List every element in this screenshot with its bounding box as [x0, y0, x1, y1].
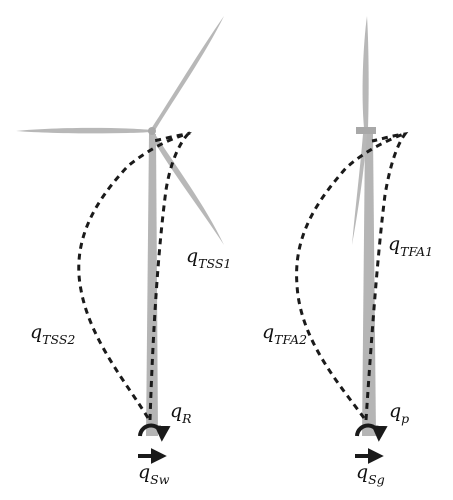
right-blade-upper — [362, 16, 369, 128]
left-blade-horizontal — [16, 127, 152, 134]
right-turbine: qTFA1 qTFA2 qp qSg — [262, 16, 433, 487]
right-tower — [362, 134, 376, 436]
left-blade-upper — [151, 16, 224, 132]
left-blade-lower — [150, 131, 224, 245]
right-tfa2-label: qTFA2 — [262, 321, 307, 347]
left-turbine: qTSS1 qTSS2 qR qSw — [16, 16, 231, 487]
left-tower — [146, 134, 158, 436]
left-rotation-label: qR — [170, 400, 192, 426]
right-surge-label: qSg — [356, 461, 385, 487]
right-pitch-arrow-icon — [355, 423, 388, 442]
left-hub — [148, 127, 156, 135]
right-nacelle — [356, 127, 376, 134]
left-tss1-label: qTSS1 — [186, 245, 231, 271]
right-tfa1-label: qTFA1 — [388, 233, 433, 259]
left-sway-label: qSw — [138, 461, 170, 487]
right-tfa1-mode-line — [364, 132, 409, 421]
left-tss2-label: qTSS2 — [30, 321, 75, 347]
right-tfa2-mode-line — [295, 131, 407, 419]
right-pitch-label: qp — [389, 400, 409, 426]
left-rotation-arrow-icon — [138, 423, 171, 442]
left-tss2-mode-line — [77, 131, 191, 419]
right-blade-lower — [352, 134, 367, 245]
